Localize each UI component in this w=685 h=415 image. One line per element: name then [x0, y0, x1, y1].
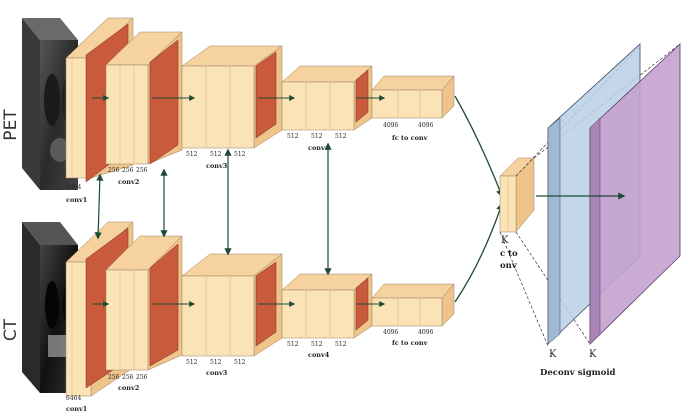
- pet-conv3-ch-3: 512: [234, 151, 246, 158]
- ct-conv2-ch-1: 256: [108, 374, 120, 381]
- pet-conv3-block: [181, 45, 283, 149]
- ct-conv2-ch-3: 256: [136, 374, 148, 381]
- pet-stream: 6464 conv1 256 256 256 conv2 512 512 512…: [65, 17, 455, 204]
- pet-fc-ch-2: 4096: [418, 122, 433, 129]
- ct-conv2-label: conv2: [118, 384, 139, 392]
- pet-conv2-ch-3: 256: [136, 167, 148, 174]
- pet-conv3-label: conv3: [206, 162, 228, 170]
- ct-conv3-block: [181, 253, 283, 357]
- ct-conv4-ch-2: 512: [311, 341, 323, 348]
- ct-conv4-ch-3: 512: [335, 341, 347, 348]
- output-label: Deconv sigmoid: [540, 368, 616, 378]
- ct-fc-label: fc to conv: [392, 339, 428, 347]
- pet-conv2-ch-2: 256: [122, 167, 134, 174]
- sigmoid-layer: [589, 43, 681, 345]
- pet-conv2-label: conv2: [118, 178, 139, 186]
- sigmoid-k-label: K: [589, 349, 597, 360]
- fusion-label-line2: onv: [500, 261, 518, 271]
- ct-conv4-ch-1: 512: [287, 341, 299, 348]
- pet-conv1-label: conv1: [66, 196, 87, 204]
- pet-to-fusion-arrow: [454, 95, 504, 198]
- pet-conv3-ch-2: 512: [210, 151, 222, 158]
- ct-conv1-channels: 6464: [66, 395, 81, 402]
- ct-conv4-block: [281, 273, 373, 339]
- cross-link-conv1: [94, 173, 104, 240]
- ct-conv4-label: conv4: [308, 351, 330, 359]
- ct-conv3-ch-2: 512: [210, 359, 222, 366]
- ct-conv3-label: conv3: [206, 369, 228, 377]
- ct-stream: 6464 conv1 256 256 256 conv2 512 512 512…: [65, 221, 455, 413]
- pet-row-label: PET: [1, 109, 21, 141]
- deconv-k-label: K: [549, 349, 557, 360]
- cross-stream-connections: [94, 142, 332, 276]
- pet-conv2-ch-1: 256: [108, 167, 120, 174]
- ct-conv1-label: conv1: [66, 405, 87, 413]
- pet-fc-block: [371, 75, 455, 119]
- ct-conv2-ch-2: 256: [122, 374, 134, 381]
- ct-fc-block: [371, 283, 455, 327]
- pet-fc-label: fc to conv: [392, 134, 428, 142]
- pet-fc-ch-1: 4096: [383, 122, 398, 129]
- pet-conv3-ch-1: 512: [186, 151, 198, 158]
- ct-row-label: CT: [1, 318, 21, 341]
- ct-conv3-ch-3: 512: [234, 359, 246, 366]
- ct-conv2-block: [105, 235, 183, 371]
- fusion-k-label: K: [501, 235, 509, 246]
- pet-conv1-channels: 6464: [66, 184, 81, 191]
- ct-fc-ch-2: 4096: [418, 329, 433, 336]
- pet-conv4-ch-3: 512: [335, 133, 347, 140]
- fusion-label-line1: c to: [500, 249, 518, 259]
- fusion-block: [499, 157, 535, 233]
- ct-conv3-ch-1: 512: [186, 359, 198, 366]
- pet-conv4-ch-2: 512: [311, 133, 323, 140]
- pet-conv4-ch-1: 512: [287, 133, 299, 140]
- ct-to-fusion-arrow: [454, 202, 504, 303]
- pet-conv4-label: conv4: [308, 144, 330, 152]
- ct-fc-ch-1: 4096: [383, 329, 398, 336]
- pet-conv2-block: [105, 31, 183, 165]
